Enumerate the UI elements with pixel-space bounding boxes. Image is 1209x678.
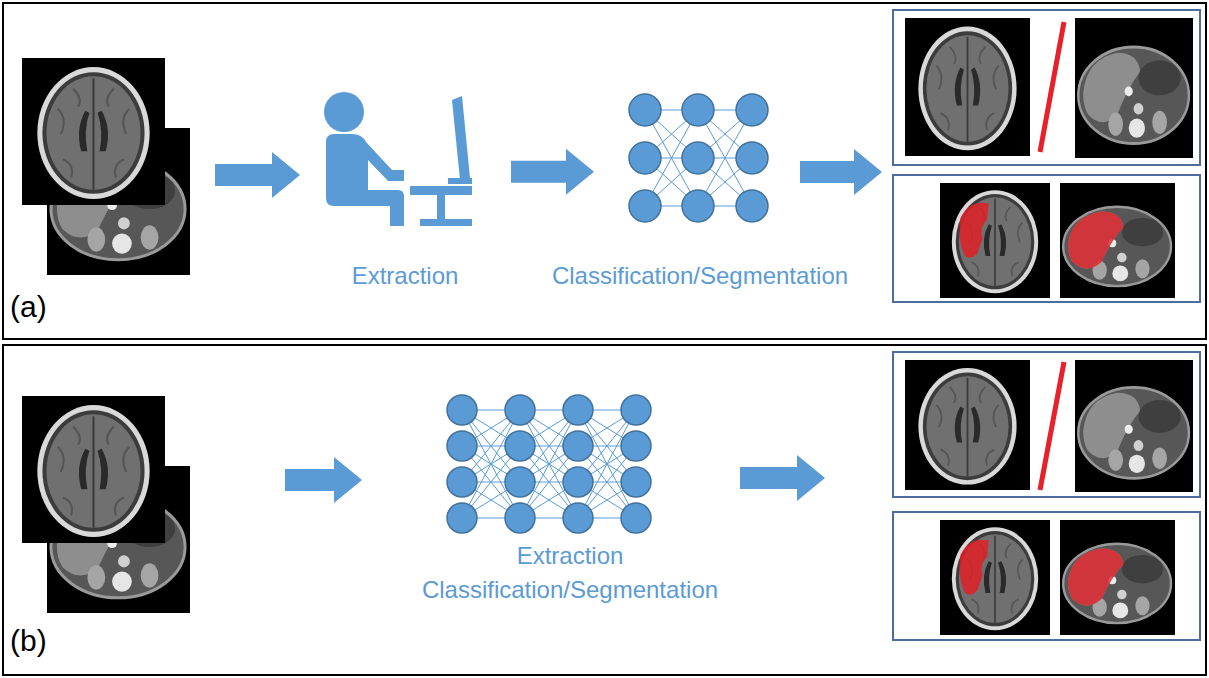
step-label: Classification/Segmentation (552, 262, 848, 290)
mri-scan (940, 183, 1050, 298)
network-neuron (621, 431, 651, 461)
segmentation-mask (960, 540, 989, 595)
network-neuron (621, 503, 651, 533)
monitor (452, 96, 470, 180)
network-neuron (621, 395, 651, 425)
network-neuron (447, 503, 477, 533)
network-neuron (629, 190, 661, 222)
network-neuron (682, 190, 714, 222)
extraction-step: Extraction (305, 92, 505, 227)
flow-arrow (285, 457, 362, 503)
network-link (578, 410, 636, 518)
flow-arrow (215, 152, 300, 198)
ct-scan (1075, 360, 1193, 492)
network-neuron (563, 503, 593, 533)
monitor-stand (448, 178, 472, 184)
network-neuron (621, 467, 651, 497)
network-neuron (682, 94, 714, 126)
desk-top (410, 186, 472, 195)
network-link (462, 410, 520, 518)
mri-scan (905, 360, 1030, 490)
output-frame (893, 512, 1200, 640)
network-neuron (505, 431, 535, 461)
network-neuron (447, 431, 477, 461)
network-icon (447, 395, 651, 533)
network-link (520, 410, 578, 518)
output-frame (893, 10, 1200, 165)
class-divider (1040, 362, 1064, 490)
panel-letter: (a) (10, 290, 47, 325)
step-label: Extraction (352, 262, 459, 290)
network-neuron (563, 431, 593, 461)
ct-scan (1075, 18, 1193, 158)
network-step: Classification/Segmentation (600, 92, 800, 220)
mri-scan (940, 520, 1050, 635)
panel-letter: (b) (10, 624, 47, 659)
network-neuron (736, 142, 768, 174)
flow-arrow (800, 149, 882, 195)
network-link (578, 410, 636, 518)
desk-base (420, 219, 472, 226)
network-neuron (563, 395, 593, 425)
network-neuron (563, 467, 593, 497)
step-label: Extraction (517, 542, 624, 570)
network-icon (629, 94, 768, 222)
network-neuron (505, 467, 535, 497)
person-icon (324, 92, 472, 226)
network-neuron (736, 94, 768, 126)
network-step: ExtractionClassification/Segmentation (440, 390, 700, 530)
network-neuron (447, 395, 477, 425)
mri-scan (905, 18, 1030, 156)
network-neuron (505, 503, 535, 533)
output-frame (893, 175, 1200, 302)
segmentation-mask (1068, 549, 1124, 606)
ct-scan (1060, 520, 1175, 635)
ct-scan (1060, 183, 1175, 298)
person-body (326, 134, 404, 226)
network-neuron (447, 467, 477, 497)
flow-arrow (740, 455, 825, 501)
mri-scan (22, 58, 165, 205)
mri-scan (22, 396, 165, 543)
person-head (324, 92, 364, 132)
network-neuron (736, 190, 768, 222)
desk-post (437, 195, 445, 220)
network-neuron (682, 142, 714, 174)
network-neuron (505, 395, 535, 425)
flow-arrow (511, 149, 594, 195)
output-frame (893, 352, 1200, 497)
segmentation-mask (960, 203, 989, 258)
class-divider (1040, 22, 1064, 152)
segmentation-mask (1068, 212, 1124, 269)
network-link (462, 410, 520, 518)
panel-frame: ExtractionClassification/Segmentation(b) (2, 344, 1207, 676)
network-neuron (629, 94, 661, 126)
panel-frame: ExtractionClassification/Segmentation(a) (2, 2, 1207, 340)
network-link (520, 410, 578, 518)
network-neuron (629, 142, 661, 174)
step-label: Classification/Segmentation (422, 576, 718, 604)
